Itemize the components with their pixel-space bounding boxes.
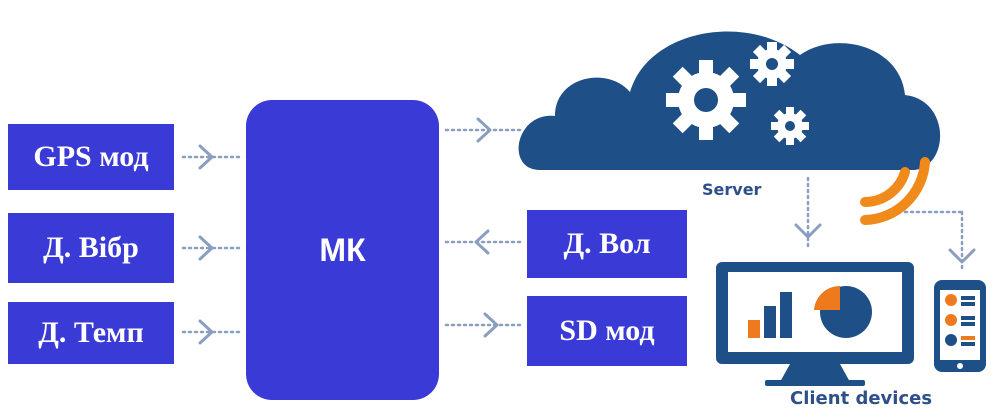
arrow-server-to-monitor (794, 176, 822, 252)
client-devices-label: Client devices (790, 388, 933, 409)
sd-module-box: SD мод (527, 296, 687, 366)
vibration-sensor-box: Д. Вібр (8, 213, 174, 283)
arrow-gps-to-mk (181, 144, 242, 170)
sd-module-label: SD мод (559, 314, 655, 347)
arrow-humidity-to-mk (444, 229, 522, 255)
vibration-sensor-label: Д. Вібр (43, 231, 139, 264)
wifi-signal-icon (860, 157, 930, 225)
microcontroller-box: МК (246, 100, 439, 400)
temperature-sensor-label: Д. Темп (38, 316, 144, 349)
temperature-sensor-box: Д. Темп (8, 302, 174, 364)
gps-module-label: GPS мод (33, 140, 149, 173)
arrow-wifi-to-tablet (903, 210, 976, 274)
arrow-mk-to-server (444, 117, 522, 143)
monitor-chart-icon (716, 262, 914, 386)
humidity-sensor-label: Д. Вол (563, 227, 651, 260)
tablet-icon (934, 280, 986, 372)
microcontroller-label: МК (319, 231, 366, 268)
gears-icon (666, 42, 809, 145)
gps-module-box: GPS мод (8, 124, 174, 190)
arrow-vibration-to-mk (181, 235, 242, 261)
server-label: Server (702, 180, 762, 199)
arrow-mk-to-sd (444, 312, 522, 338)
humidity-sensor-box: Д. Вол (527, 210, 687, 278)
arrow-temperature-to-mk (181, 319, 242, 345)
